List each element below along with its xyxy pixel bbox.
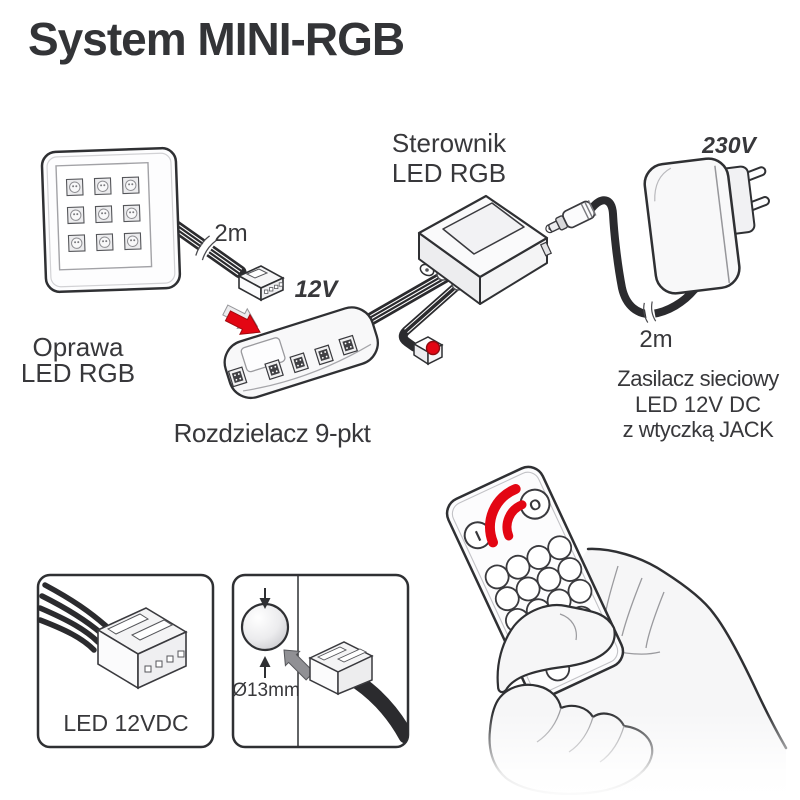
ir-sensor-red-dome [425,340,441,356]
distributor [223,306,379,400]
remote-off-button [519,488,551,520]
fixture-label-line2: LED RGB [21,358,135,388]
hand-fade [420,712,800,800]
controller [417,194,553,305]
inset-connector-panel: LED 12VDC [36,573,215,749]
fixture-label-line1: Oprawa [32,332,124,362]
psu-cable-length-label: 2m [639,326,672,353]
inset-jack-connector [308,641,408,744]
diameter-sphere [240,602,290,652]
red-arrow-icon [222,304,261,335]
jack-plug [545,200,597,234]
distributor-ports [227,334,359,388]
psu-cable [588,196,701,323]
psu-label-line2: LED 12V DC [635,392,761,417]
cable-break-mark [195,235,217,261]
inset-connector-4pin [96,607,188,690]
controller-jack-socket [539,241,553,257]
page-title: System MINI-RGB [28,13,405,65]
controller-distributor-cable [364,270,451,326]
mains-voltage-label: 230V [701,132,757,158]
controller-label-area [442,202,525,255]
controller-label-line2: LED RGB [392,158,506,188]
diameter-arrows-icon [259,588,271,678]
inset-diameter-label: Ø13mm [232,680,300,701]
distributor-label: Rozdzielacz 9-pkt [174,418,372,448]
remote-on-label: I [473,528,484,545]
led-fixture [40,146,182,294]
inset-connector-label: LED 12VDC [63,710,188,736]
led-array [65,176,142,253]
psu-label-line3: z wtyczką JACK [623,417,775,442]
power-supply [643,157,770,295]
inset-jack-panel: Ø13mm [231,573,410,749]
fixture-cable [165,217,247,279]
fixture-connector-4pin [237,265,285,302]
psu-label-line1: Zasilacz sieciowy [617,366,779,391]
hand-thumb [496,603,616,694]
ir-sensor [412,336,444,366]
controller-label-line1: Sterownik [392,128,507,158]
ir-signal-icon [485,483,527,548]
fixture-cable-length-label: 2m [214,220,247,247]
cable-break-mark [643,301,657,323]
ir-sensor-cable [398,280,463,352]
distributor-voltage-label: 12V [295,276,340,303]
